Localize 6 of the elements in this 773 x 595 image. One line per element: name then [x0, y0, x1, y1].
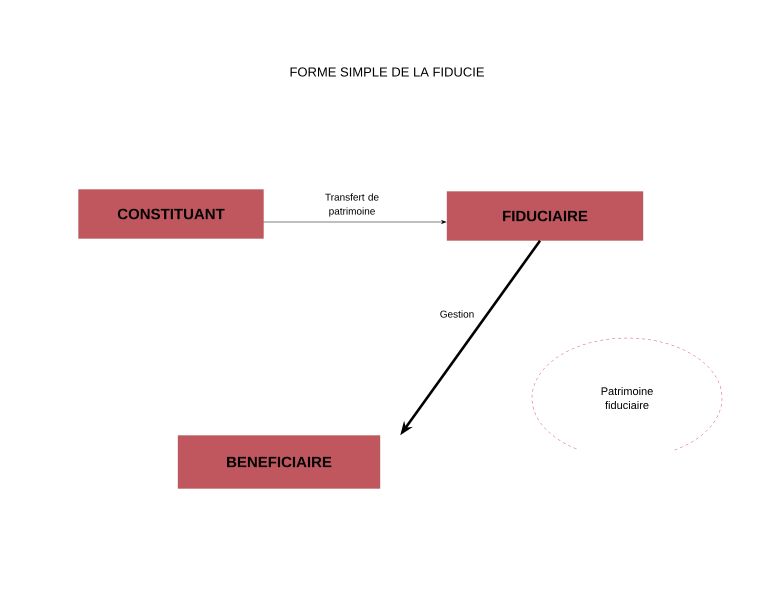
role-box: FIDUCIAIRE — [446, 191, 644, 241]
edge-label: Transfert de patrimoine — [320, 192, 384, 218]
edge-label: Gestion — [436, 309, 478, 319]
role-box: BENEFICIAIRE — [178, 435, 380, 489]
role-box: CONSTITUANT — [78, 189, 264, 239]
title: FORME SIMPLE DE LA FIDUCIE — [290, 67, 484, 77]
